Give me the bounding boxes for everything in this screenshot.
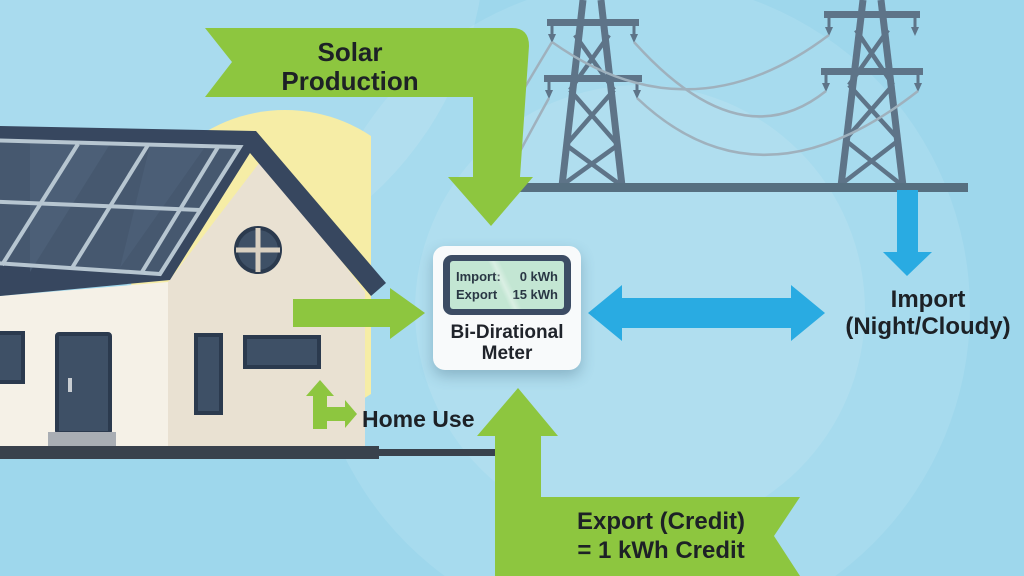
solar-panels-icon: [0, 138, 244, 277]
export-credit-label-line1: Export (Credit): [577, 508, 745, 535]
house-to-meter-arrow: [293, 288, 425, 339]
meter-export-label: Export: [456, 286, 498, 302]
solar-production-arrow: [205, 28, 533, 226]
ground-bar-step: [372, 449, 498, 456]
meter-export-row: Export 15 kWh: [450, 287, 564, 302]
bidirectional-meter: Import: 0 kWh Export 15 kWh Bi-Dirationa…: [433, 246, 581, 370]
home-use-label: Home Use: [362, 406, 475, 432]
meter-import-row: Import: 0 kWh: [450, 269, 564, 284]
front-window: [0, 331, 25, 384]
round-window-icon: [234, 226, 282, 274]
power-grid: [498, 0, 968, 192]
export-credit-arrow: [477, 388, 800, 576]
transmission-tower-left-icon: [544, 0, 642, 188]
meter-grid-bidirectional-arrow: [588, 285, 825, 341]
door-step: [48, 432, 116, 447]
meter-export-value: 15 kWh: [512, 286, 558, 302]
export-credit-label-line2: = 1 kWh Credit: [577, 537, 745, 564]
door-handle: [68, 378, 72, 392]
gable-window-wide: [243, 335, 321, 369]
import-label: Import (Night/Cloudy): [808, 286, 1024, 340]
door-icon: [55, 332, 112, 435]
house-icon: [0, 126, 386, 447]
grid-baseline: [517, 183, 968, 192]
meter-screen-display: Import: 0 kWh Export 15 kWh: [450, 261, 564, 309]
home-use-arrow: [306, 380, 357, 429]
gable-window-tall: [194, 333, 223, 415]
solar-production-label-line2: Production: [281, 66, 419, 96]
meter-title-line2: Meter: [481, 343, 533, 364]
export-credit-label: Export (Credit) = 1 kWh Credit: [542, 507, 780, 565]
import-label-line2: (Night/Cloudy): [845, 313, 1011, 340]
ground-bar: [0, 446, 379, 459]
solar-production-label: Solar Production: [228, 38, 472, 96]
meter-import-value: 0 kWh: [519, 268, 558, 284]
transmission-tower-right-icon: [821, 0, 923, 188]
import-label-line1: Import: [890, 286, 966, 313]
meter-screen-frame: Import: 0 kWh Export 15 kWh: [443, 255, 571, 315]
meter-title-line1: Bi-Dirational: [450, 322, 564, 343]
meter-title: Bi-Dirational Meter: [433, 322, 581, 364]
grid-import-arrow: [883, 190, 932, 276]
meter-import-label: Import:: [456, 268, 501, 284]
solar-production-label-line1: Solar: [317, 37, 383, 67]
